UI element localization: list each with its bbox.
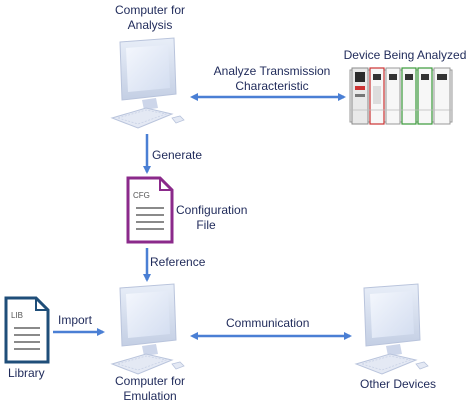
device-analyzed-label: Device Being Analyzed: [343, 48, 467, 62]
emulation-computer-label-line2: Emulation: [123, 389, 177, 403]
cfg-icon-text: CFG: [133, 191, 150, 200]
generate-label: Generate: [152, 148, 203, 162]
other-devices-label: Other Devices: [359, 377, 437, 391]
library-file-icon: LIB: [4, 296, 50, 364]
analyze-label-line2: Characteristic: [235, 79, 309, 93]
analysis-computer-label-line2: Analysis: [127, 18, 173, 32]
communication-label: Communication: [226, 316, 310, 330]
emulation-computer-icon: [110, 283, 185, 375]
emulation-computer-label-line1: Computer for: [114, 374, 186, 388]
other-devices-computer-icon: [354, 283, 429, 375]
analysis-computer-label-line1: Computer for: [114, 3, 186, 17]
device-rack-icon: [349, 67, 453, 125]
configuration-file-label-line2: File: [196, 218, 216, 232]
configuration-file-label-line1: Configuration: [176, 203, 248, 217]
reference-label: Reference: [150, 255, 206, 269]
analyze-label-line1: Analyze Transmission: [213, 64, 331, 78]
analysis-computer-icon: [110, 37, 185, 129]
lib-icon-text: LIB: [11, 311, 23, 320]
import-label: Import: [58, 313, 93, 327]
library-label: Library: [8, 366, 45, 380]
configuration-file-icon: CFG: [126, 176, 174, 244]
